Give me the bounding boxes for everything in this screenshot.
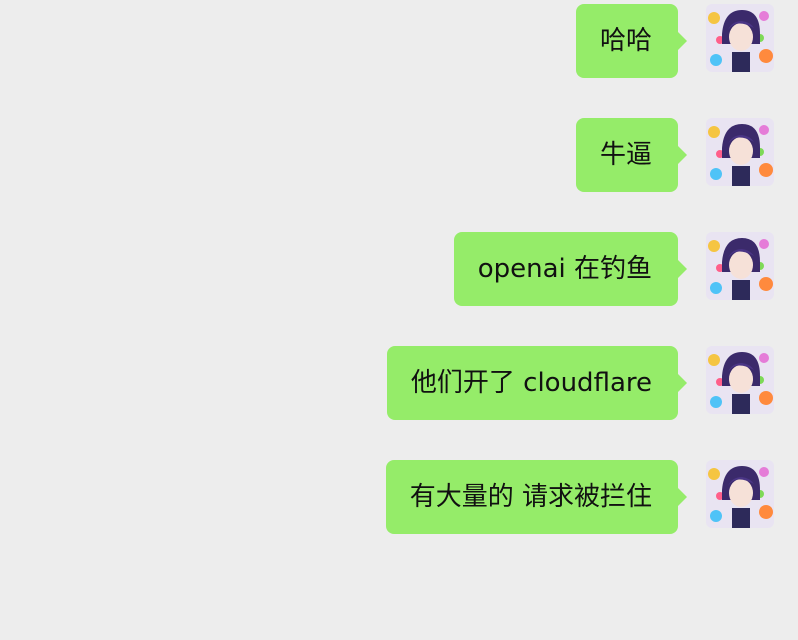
avatar[interactable] <box>706 346 774 414</box>
message-bubble[interactable]: 牛逼 <box>575 118 688 192</box>
avatar-illustration-icon <box>706 346 774 414</box>
message-row: 牛逼 <box>575 118 774 192</box>
message-text: 他们开了 cloudflare <box>410 368 652 398</box>
avatar[interactable] <box>706 118 774 186</box>
message-text: openai 在钓鱼 <box>477 254 652 284</box>
avatar[interactable] <box>706 460 774 528</box>
message-text: 哈哈 <box>599 26 652 56</box>
message-row: openai 在钓鱼 <box>453 232 774 306</box>
message-text: 牛逼 <box>599 140 652 170</box>
avatar-illustration-icon <box>706 460 774 528</box>
avatar-illustration-icon <box>706 4 774 72</box>
message-bubble[interactable]: 哈哈 <box>575 4 688 78</box>
avatar[interactable] <box>706 4 774 72</box>
message-row: 哈哈 <box>575 4 774 78</box>
avatar[interactable] <box>706 232 774 300</box>
message-row: 有大量的 请求被拦住 <box>385 460 774 534</box>
avatar-illustration-icon <box>706 118 774 186</box>
message-bubble[interactable]: openai 在钓鱼 <box>453 232 688 306</box>
message-row: 他们开了 cloudflare <box>386 346 774 420</box>
avatar-illustration-icon <box>706 232 774 300</box>
message-bubble[interactable]: 他们开了 cloudflare <box>386 346 688 420</box>
message-bubble[interactable]: 有大量的 请求被拦住 <box>385 460 688 534</box>
message-text: 有大量的 请求被拦住 <box>409 482 652 512</box>
